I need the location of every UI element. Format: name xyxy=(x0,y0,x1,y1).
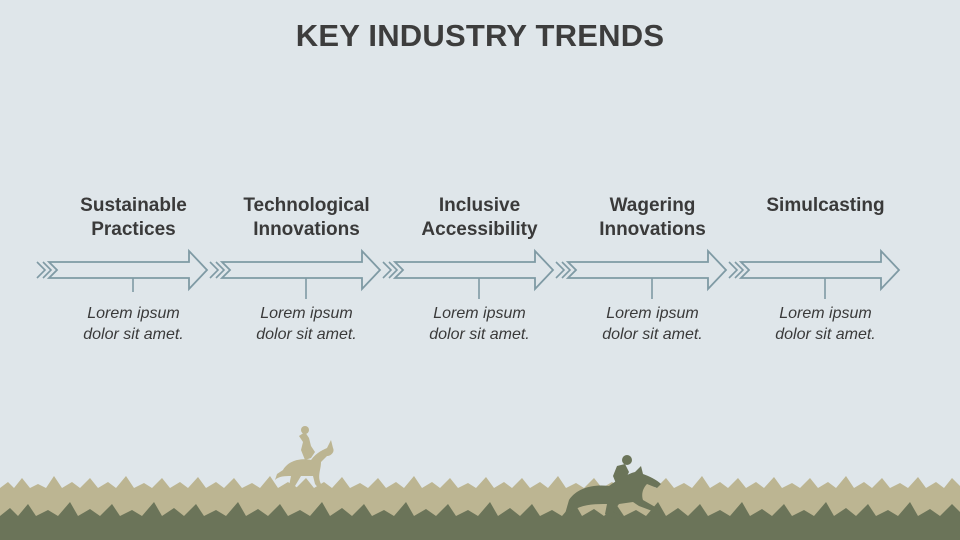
step-heading: Wagering Innovations xyxy=(599,195,706,240)
step-description: Lorem ipsum dolor sit amet. xyxy=(602,305,703,343)
step-description: Lorem ipsum dolor sit amet. xyxy=(256,305,357,343)
timeline-step-2: Technological Innovations Lorem ipsum do… xyxy=(209,190,393,360)
chevron-arrow-icon xyxy=(382,248,555,299)
step-description: Lorem ipsum dolor sit amet. xyxy=(429,305,530,343)
slide-title: KEY INDUSTRY TRENDS xyxy=(295,18,665,53)
step-heading: Technological Innovations xyxy=(243,195,370,240)
step-heading: Simulcasting xyxy=(766,195,885,216)
timeline-step-3: Inclusive Accessibility Lorem ipsum dolo… xyxy=(382,190,566,360)
chevron-arrow-icon xyxy=(209,248,382,299)
step-description: Lorem ipsum dolor sit amet. xyxy=(83,305,184,343)
chevron-arrow-icon xyxy=(555,248,728,299)
step-heading: Sustainable Practices xyxy=(80,195,187,240)
step-heading: Inclusive Accessibility xyxy=(421,195,538,240)
chevron-arrow-icon xyxy=(728,248,901,299)
step-description: Lorem ipsum dolor sit amet. xyxy=(775,305,876,343)
timeline-step-1: Sustainable Practices Lorem ipsum dolor … xyxy=(36,190,220,360)
racecourse-scene xyxy=(0,426,960,540)
grass-front-layer xyxy=(0,502,960,540)
chevron-arrow-icon xyxy=(36,248,209,292)
horse-rider-dark-icon xyxy=(565,455,661,520)
timeline-step-5: Simulcasting Lorem ipsum dolor sit amet. xyxy=(728,190,912,360)
horse-rider-light-icon xyxy=(275,426,334,496)
timeline-step-4: Wagering Innovations Lorem ipsum dolor s… xyxy=(555,190,739,360)
